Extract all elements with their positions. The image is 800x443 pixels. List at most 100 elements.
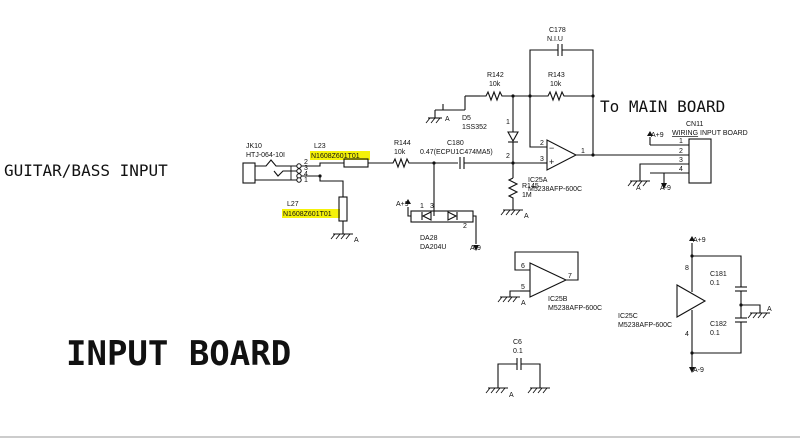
svg-text:A-9: A-9 bbox=[660, 185, 671, 192]
opamp-ic25b: 6 5 7 IC25B M5238AFP-600C bbox=[509, 251, 602, 312]
svg-text:A-9: A-9 bbox=[693, 367, 704, 374]
ic25c-ref: IC25C bbox=[618, 313, 638, 320]
jack-pin-2: 2 bbox=[304, 159, 308, 166]
da28-pin-3: 3 bbox=[430, 203, 434, 210]
r145-value: 1M bbox=[522, 192, 532, 199]
l27-highlight bbox=[282, 209, 340, 218]
ferrite-l23: L23 N1608Z601T01 bbox=[310, 143, 388, 168]
ground-symbol: A bbox=[747, 306, 772, 319]
ic25a-part: M5238AFP-600C bbox=[528, 186, 582, 193]
jk10-ref: JK10 bbox=[246, 143, 262, 150]
r143-ref: R143 bbox=[548, 72, 565, 79]
c181-ref: C181 bbox=[710, 271, 727, 278]
jack-pin-3: 3 bbox=[304, 165, 308, 172]
ground-symbol: A bbox=[330, 233, 359, 244]
ground-symbol: A bbox=[497, 296, 526, 307]
resistor-r144: R144 10k bbox=[388, 140, 415, 169]
ferrite-l27: L27 N1608Z601T01 bbox=[282, 196, 348, 234]
l23-ref: L23 bbox=[314, 143, 326, 150]
ic25a-pin-1: 1 bbox=[581, 148, 585, 155]
l27-ref: L27 bbox=[287, 201, 299, 208]
cn11-name-prefix: WIRING bbox=[672, 130, 698, 137]
ground-symbol bbox=[527, 387, 550, 394]
resistor-r142: R142 10k bbox=[480, 72, 513, 102]
capacitor-c178: C178 N.I.U bbox=[529, 27, 594, 155]
c180-value: 0.47(ECPU1C474MA5) bbox=[420, 149, 493, 156]
d5-ref: D5 bbox=[462, 115, 471, 122]
cn11-pin-3: 3 bbox=[679, 157, 683, 164]
c182-ref: C182 bbox=[710, 321, 727, 328]
ic25c-part: M5238AFP-600C bbox=[618, 322, 672, 329]
l23-highlight bbox=[310, 151, 370, 160]
d5-pin-1: 1 bbox=[506, 119, 510, 126]
svg-text:A: A bbox=[524, 213, 529, 220]
svg-text:A+9: A+9 bbox=[396, 201, 409, 208]
svg-text:A+9: A+9 bbox=[693, 237, 706, 244]
pos-supply-symbol: A+9 bbox=[647, 131, 664, 139]
to-main-board-label: To MAIN BOARD bbox=[600, 97, 725, 116]
cn11-name-rest: INPUT BOARD bbox=[698, 130, 748, 137]
svg-text:A: A bbox=[521, 300, 526, 307]
ic25b-part: M5238AFP-600C bbox=[548, 305, 602, 312]
da28-pin-2: 2 bbox=[463, 223, 467, 230]
cn11-pin-4: 4 bbox=[679, 166, 683, 173]
svg-text:A: A bbox=[354, 237, 359, 244]
c182-value: 0.1 bbox=[710, 330, 720, 337]
d5-pin-2: 2 bbox=[506, 153, 510, 160]
r144-value: 10k bbox=[394, 149, 406, 156]
cn11-pin-2: 2 bbox=[679, 148, 683, 155]
l23-part: N1608Z601T01 bbox=[311, 153, 360, 160]
neg-supply-symbol: A-9 bbox=[660, 183, 671, 192]
r142-value: 10k bbox=[489, 81, 501, 88]
svg-text:A: A bbox=[509, 392, 514, 399]
neg-supply-symbol: A-9 bbox=[470, 245, 481, 252]
svg-text:+: + bbox=[549, 157, 554, 167]
ic25a-ref: IC25A bbox=[528, 177, 548, 184]
jack-jk10: JK10 HTJ-064-10I 2 3 4 1 bbox=[242, 143, 308, 184]
pos-supply-symbol: A+9 bbox=[396, 199, 411, 208]
diode-array-da28: 1 2 3 DA28 DA204U bbox=[410, 163, 474, 251]
svg-text:WIRING INPUT BOARD: WIRING INPUT BOARD bbox=[672, 130, 748, 137]
c181-value: 0.1 bbox=[710, 280, 720, 287]
pos-supply-symbol: A+9 bbox=[689, 236, 706, 244]
jack-pin-4: 4 bbox=[304, 171, 308, 178]
svg-text:−: − bbox=[549, 143, 554, 153]
jk10-part: HTJ-064-10I bbox=[246, 152, 285, 159]
capacitor-c182: C182 0.1 bbox=[692, 315, 747, 354]
ground-symbol: A bbox=[425, 104, 465, 124]
c180-ref: C180 bbox=[447, 140, 464, 147]
svg-text:A: A bbox=[767, 306, 772, 313]
ic25c-pin-4: 4 bbox=[685, 331, 689, 338]
board-title: INPUT BOARD bbox=[66, 334, 291, 374]
r144-ref: R144 bbox=[394, 140, 411, 147]
resistor-r145: R145 1M bbox=[507, 163, 539, 210]
ic25a-pin-3: 3 bbox=[540, 156, 544, 163]
ic25c-pin-8: 8 bbox=[685, 265, 689, 272]
svg-text:A: A bbox=[636, 185, 641, 192]
cn11-pin-1: 1 bbox=[679, 138, 683, 145]
ic25b-pin-5: 5 bbox=[521, 284, 525, 291]
capacitor-c181: C181 0.1 bbox=[692, 255, 747, 315]
ground-symbol: A bbox=[485, 387, 514, 399]
jack-sleeve bbox=[242, 162, 256, 184]
ground-symbol: A bbox=[627, 180, 650, 192]
guitar-bass-input-label: GUITAR/BASS INPUT bbox=[4, 161, 168, 180]
c6-ref: C6 bbox=[513, 339, 522, 346]
connector-cn11: CN11 WIRING INPUT BOARD 1 2 3 4 bbox=[650, 121, 748, 184]
l27-part: N1608Z601T01 bbox=[283, 211, 332, 218]
r145-ref: R145 bbox=[522, 183, 539, 190]
svg-text:A+9: A+9 bbox=[651, 132, 664, 139]
da28-ref: DA28 bbox=[420, 235, 438, 242]
ic25b-ref: IC25B bbox=[548, 296, 568, 303]
ic25a-pin-2: 2 bbox=[540, 140, 544, 147]
opamp-ic25c: 8 4 IC25C M5238AFP-600C bbox=[618, 243, 707, 367]
r143-value: 10k bbox=[550, 81, 562, 88]
svg-text:A-9: A-9 bbox=[470, 245, 481, 252]
ic25b-pin-6: 6 bbox=[521, 263, 525, 270]
jack-switch-contact bbox=[273, 170, 299, 177]
capacitor-c180: C180 0.47(ECPU1C474MA5) bbox=[420, 140, 493, 169]
svg-text:A: A bbox=[445, 116, 450, 123]
neg-supply-symbol: A-9 bbox=[689, 367, 704, 374]
r142-ref: R142 bbox=[487, 72, 504, 79]
